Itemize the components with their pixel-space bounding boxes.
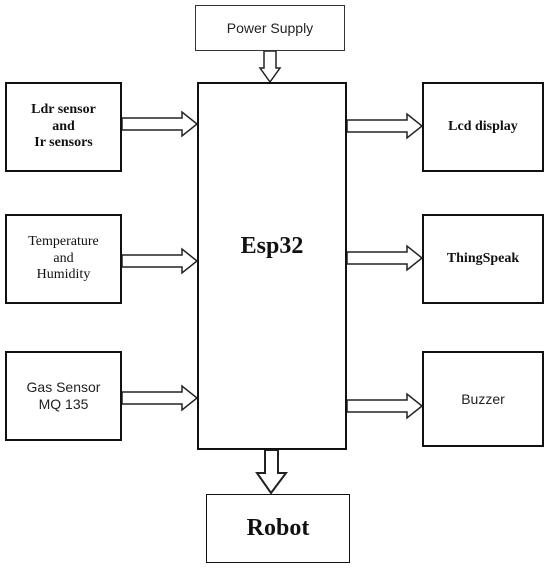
buzzer-box: Buzzer bbox=[422, 351, 544, 447]
arrow-esp32-to-lcd bbox=[346, 112, 424, 140]
thingspeak-label: ThingSpeak bbox=[446, 250, 520, 266]
robot-label: Robot bbox=[246, 515, 310, 542]
temp-line-3: Humidity bbox=[36, 267, 91, 283]
ldr-ir-line-2: and bbox=[52, 118, 75, 134]
robot-box: Robot bbox=[206, 494, 350, 563]
gas-line-2: MQ 135 bbox=[38, 396, 89, 412]
arrow-ldr-to-esp32 bbox=[121, 110, 199, 138]
esp32-box: Esp32 bbox=[197, 82, 347, 450]
arrow-esp32-to-thingspeak bbox=[346, 244, 424, 272]
gas-sensor-box: Gas Sensor MQ 135 bbox=[5, 351, 122, 441]
ldr-ir-line-1: Ldr sensor bbox=[31, 101, 96, 117]
temperature-humidity-box: Temperature and Humidity bbox=[5, 214, 122, 304]
ldr-ir-sensor-box: Ldr sensor and Ir sensors bbox=[5, 82, 122, 172]
arrow-gas-to-esp32 bbox=[121, 384, 199, 412]
esp32-label: Esp32 bbox=[240, 233, 304, 259]
gas-line-1: Gas Sensor bbox=[26, 379, 101, 396]
arrow-esp32-to-buzzer bbox=[346, 392, 424, 420]
lcd-display-box: Lcd display bbox=[422, 82, 544, 172]
arrow-temp-to-esp32 bbox=[121, 247, 199, 275]
power-supply-label: Power Supply bbox=[226, 19, 314, 36]
temp-line-2: and bbox=[53, 250, 74, 266]
thingspeak-box: ThingSpeak bbox=[422, 214, 544, 304]
temp-line-1: Temperature bbox=[28, 233, 99, 249]
lcd-label: Lcd display bbox=[448, 118, 518, 134]
arrow-esp32-to-robot bbox=[255, 449, 288, 495]
ldr-ir-line-3: Ir sensors bbox=[34, 135, 93, 151]
buzzer-label: Buzzer bbox=[461, 390, 505, 407]
power-supply-box: Power Supply bbox=[195, 5, 345, 51]
arrow-power-to-esp32 bbox=[258, 50, 282, 84]
